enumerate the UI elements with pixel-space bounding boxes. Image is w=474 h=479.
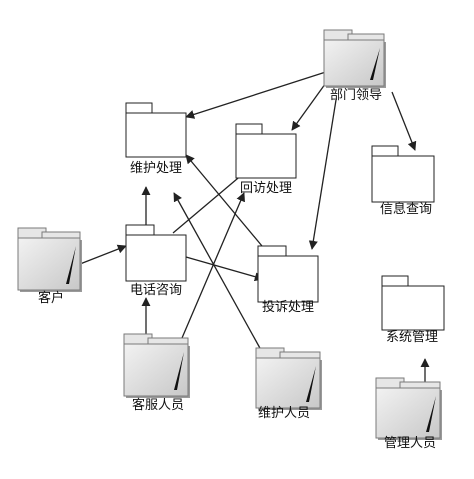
- dependency-arrow-leader-to-info-query: [391, 91, 417, 151]
- info-query-label: 信息查询: [380, 202, 433, 217]
- package-leader: [323, 29, 386, 88]
- package-tab-secondary: [347, 33, 385, 41]
- package-body: [371, 155, 435, 203]
- package-body: [375, 387, 441, 439]
- package-tab: [371, 145, 399, 157]
- packages: [17, 29, 445, 440]
- dependency-arrow-service-staff-to-callback: [181, 192, 245, 339]
- maintenance-label: 维护处理: [130, 161, 183, 176]
- package-system-mgmt: [381, 275, 445, 331]
- package-maint-staff: [255, 347, 322, 410]
- package-body: [125, 112, 187, 158]
- complaint-label: 投诉处理: [262, 300, 315, 315]
- dependency-arrow-phone-consult-to-callback: [172, 167, 251, 234]
- dependency-arrow-leader-to-callback: [291, 79, 329, 131]
- package-body: [323, 39, 385, 87]
- package-tab: [381, 275, 409, 287]
- package-customer: [17, 227, 82, 292]
- package-tab-secondary: [41, 231, 81, 239]
- dependency-arrow-customer-to-phone-consult: [79, 244, 127, 265]
- admin-staff-label: 管理人员: [384, 436, 437, 451]
- dependency-arrow-complaint-to-maintenance: [185, 154, 263, 247]
- customer-label: 客户: [38, 291, 65, 306]
- package-body: [123, 343, 189, 397]
- package-service-staff: [123, 333, 190, 398]
- maint-staff-label: 维护人员: [258, 406, 311, 421]
- callback-label: 回访处理: [240, 181, 293, 196]
- package-tab: [125, 224, 155, 236]
- service-staff-label: 客服人员: [132, 398, 185, 413]
- dependency-arrows: [79, 69, 430, 389]
- phone-consult-label: 电话咨询: [130, 283, 183, 298]
- package-tab: [125, 102, 153, 114]
- system-mgmt-label: 系统管理: [386, 330, 439, 345]
- package-maintenance: [125, 102, 187, 158]
- package-tab-secondary: [147, 337, 189, 345]
- package-body: [257, 255, 319, 303]
- package-body: [235, 133, 297, 179]
- package-body: [17, 237, 81, 291]
- package-tab: [235, 123, 263, 135]
- package-body: [381, 285, 445, 331]
- package-body: [255, 357, 321, 409]
- package-callback: [235, 123, 297, 179]
- package-admin-staff: [375, 377, 442, 440]
- package-tab-secondary: [279, 351, 321, 359]
- package-info-query: [371, 145, 435, 203]
- dependency-arrow-leader-to-complaint: [308, 99, 337, 250]
- package-phone-consult: [125, 224, 187, 282]
- pen-stroke-icon: [426, 396, 436, 432]
- dependency-arrow-leader-to-maintenance: [185, 69, 333, 119]
- package-tab: [257, 245, 287, 257]
- pen-stroke-icon: [306, 366, 316, 402]
- dependency-arrow-maint-staff-to-maintenance: [173, 192, 262, 351]
- pen-stroke-icon: [174, 352, 184, 390]
- leader-label: 部门领导: [330, 88, 383, 103]
- pen-stroke-icon: [66, 246, 76, 284]
- pen-stroke-icon: [370, 48, 380, 80]
- package-body: [125, 234, 187, 282]
- package-complaint: [257, 245, 319, 303]
- package-tab-secondary: [399, 381, 441, 389]
- dependency-arrow-phone-consult-to-complaint: [185, 256, 264, 282]
